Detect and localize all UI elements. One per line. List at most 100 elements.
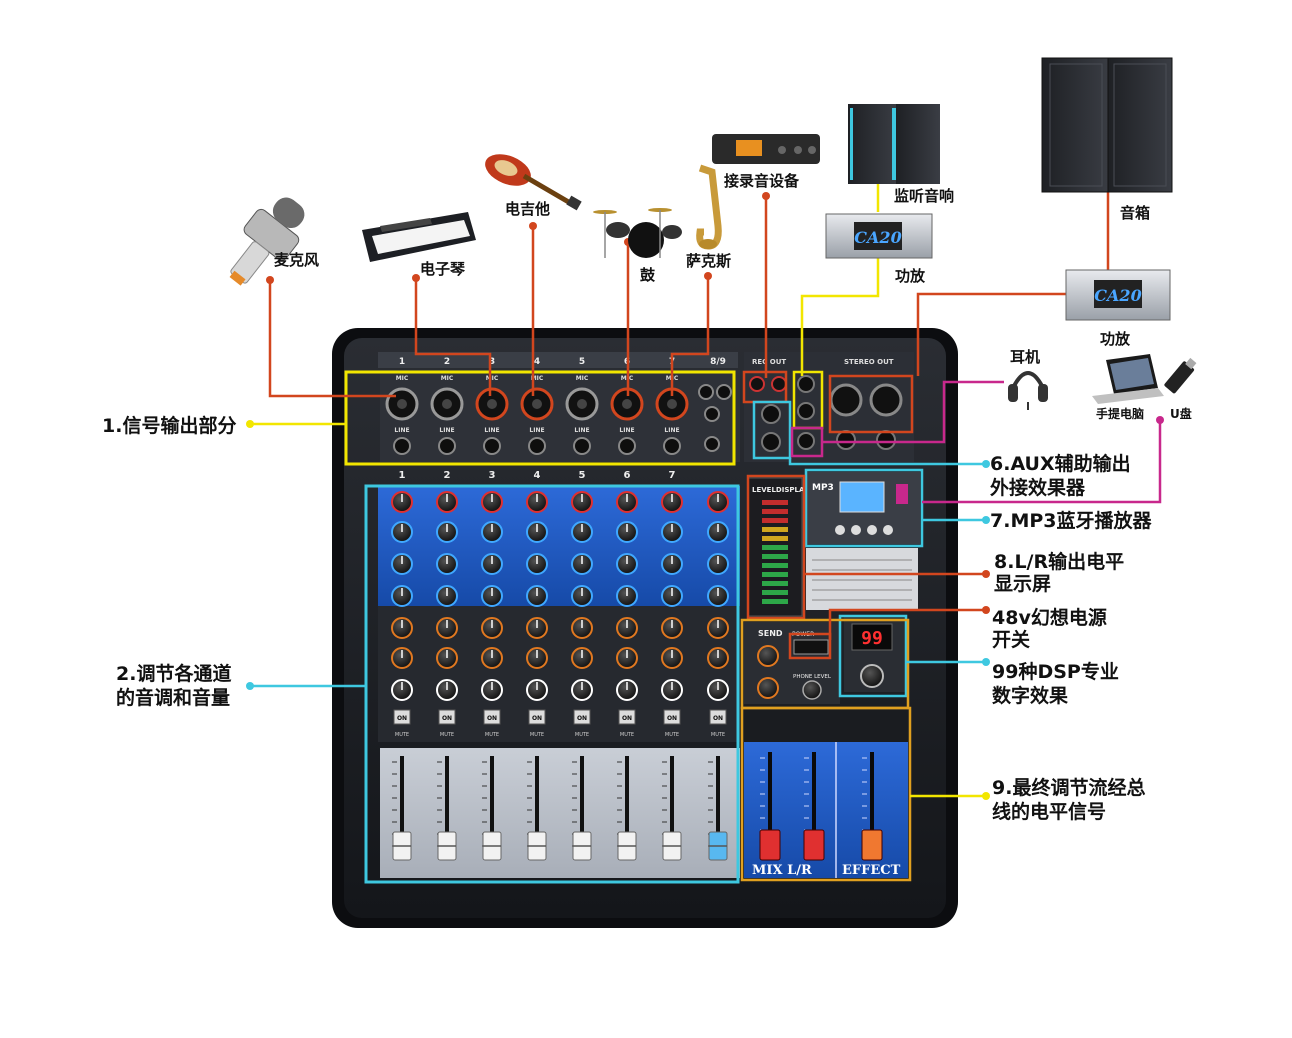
channel-number-top: 4 (534, 357, 540, 367)
dsp-select-knob[interactable] (860, 664, 884, 688)
level-meter-segment (762, 500, 788, 505)
channel-on-button[interactable] (663, 709, 681, 725)
channel-on-label: ON (667, 715, 677, 722)
level-meters (762, 500, 788, 604)
annotation-9-line2: 线的电平信号 (992, 800, 1106, 823)
stereo-out-trs-left[interactable] (836, 430, 856, 450)
stereo-input-jack[interactable] (716, 384, 732, 400)
line-label: LINE (394, 427, 409, 434)
mp3-next-button[interactable] (867, 525, 877, 535)
box-signal-input (344, 370, 736, 466)
channel-on-button[interactable] (528, 709, 546, 725)
fader-slot (445, 756, 449, 856)
mic-label: MIC (396, 375, 409, 382)
master-fader-cap[interactable] (861, 829, 883, 861)
line-input-jack[interactable] (438, 437, 456, 455)
master-fader-cap[interactable] (759, 829, 781, 861)
channel-on-label: ON (577, 715, 587, 722)
send-label: SEND (758, 629, 783, 638)
monitor-out-jack-2[interactable] (797, 402, 815, 420)
channel-on-button[interactable] (393, 709, 411, 725)
mp3-prev-button[interactable] (835, 525, 845, 535)
channel-on-button[interactable] (483, 709, 501, 725)
dsp-display (851, 623, 893, 651)
monitor-amp-brand: CA20 (854, 228, 901, 247)
line-input-jack[interactable] (618, 437, 636, 455)
mic-label: MIC (531, 375, 544, 382)
rec-out-jack-left[interactable] (749, 376, 765, 392)
main-amp-brand: CA20 (1094, 286, 1141, 305)
line-main-amp (916, 292, 1086, 376)
phone-level-knob[interactable] (802, 680, 822, 700)
fader-slot (490, 756, 494, 856)
main-speaker-icon (1041, 57, 1173, 193)
mp3-play-button[interactable] (851, 525, 861, 535)
stereo-out-xlr-left[interactable] (829, 383, 863, 417)
stereo-input-jack[interactable] (704, 436, 720, 452)
headphones-icon (1008, 371, 1048, 410)
box-dsp (838, 614, 908, 698)
master-fader-slot (812, 752, 816, 852)
phantom-power-switch[interactable] (793, 639, 829, 655)
drum-kit-icon (593, 208, 682, 258)
master-header (744, 710, 908, 746)
channel-on-button[interactable] (438, 709, 456, 725)
connection-lines (250, 184, 1162, 798)
aux-return-jack[interactable] (761, 432, 781, 452)
stereo-out-xlr-right[interactable] (869, 383, 903, 417)
channel-on-label: ON (713, 715, 723, 722)
eq-blue-band (378, 486, 740, 606)
annotation-2-line1: 2.调节各通道 (116, 662, 231, 685)
label-speakers: 音箱 (1120, 204, 1150, 222)
channel-number-bottom: 2 (444, 470, 451, 481)
monitor-amplifier-icon: CA20 (825, 213, 933, 259)
channel-mute-label: MUTE (711, 732, 725, 738)
stereo-input-jack[interactable] (704, 406, 720, 422)
box-level-display (746, 474, 806, 620)
label-mic: 麦克风 (274, 251, 319, 269)
level-display-label: LEVELDISPLAY (752, 486, 810, 494)
keyboard-icon (362, 212, 476, 262)
channel-on-button[interactable] (618, 709, 636, 725)
mic-label: MIC (576, 375, 589, 382)
phones-jack[interactable] (797, 432, 815, 450)
channel-number-bottom: 6 (624, 470, 631, 481)
mp3-mode-button[interactable] (883, 525, 893, 535)
channel-on-button[interactable] (709, 709, 727, 725)
aux-send-jack[interactable] (761, 404, 781, 424)
mp3-buttons (835, 525, 893, 535)
channel-on-button[interactable] (573, 709, 591, 725)
line-input-jack[interactable] (483, 437, 501, 455)
send-knob-2[interactable] (757, 677, 779, 699)
box-aux (752, 400, 792, 460)
usb-port[interactable] (896, 484, 908, 504)
label-guitar: 电吉他 (505, 200, 550, 218)
annotation-6-line2: 外接效果器 (990, 476, 1086, 499)
master-fader-cap[interactable] (803, 829, 825, 861)
aux-pan-section (378, 606, 740, 742)
stereo-input-jack[interactable] (698, 384, 714, 400)
monitor-speaker-icon (848, 104, 940, 184)
channel-knobs: ONMUTEONMUTEONMUTEONMUTEONMUTEONMUTEONMU… (391, 491, 729, 738)
rec-out-label: REC OUT (752, 358, 786, 366)
xlr-pin (622, 399, 632, 409)
line-input-jack[interactable] (393, 437, 411, 455)
fader-slot (716, 756, 720, 856)
line-usb (922, 420, 1162, 504)
send-knob-1[interactable] (757, 645, 779, 667)
channel-on-label: ON (622, 715, 632, 722)
xlr-pin (532, 399, 542, 409)
line-mic (268, 280, 396, 398)
rec-out-jack-right[interactable] (771, 376, 787, 392)
label-keyboard: 电子琴 (420, 260, 466, 278)
device-labels: 麦克风 电子琴 电吉他 鼓 萨克斯 接录音设备 监听音响 功放 音箱 功放 耳机… (274, 172, 1192, 421)
xlr-pin (487, 399, 497, 409)
stereo-out-trs-right[interactable] (876, 430, 896, 450)
line-input-jack[interactable] (528, 437, 546, 455)
monitor-out-jack-1[interactable] (797, 375, 815, 393)
annotation-7: 7.MP3蓝牙播放器 (990, 509, 1152, 532)
line-input-jack[interactable] (573, 437, 591, 455)
level-meter-segment (762, 563, 788, 568)
line-input-jack[interactable] (663, 437, 681, 455)
